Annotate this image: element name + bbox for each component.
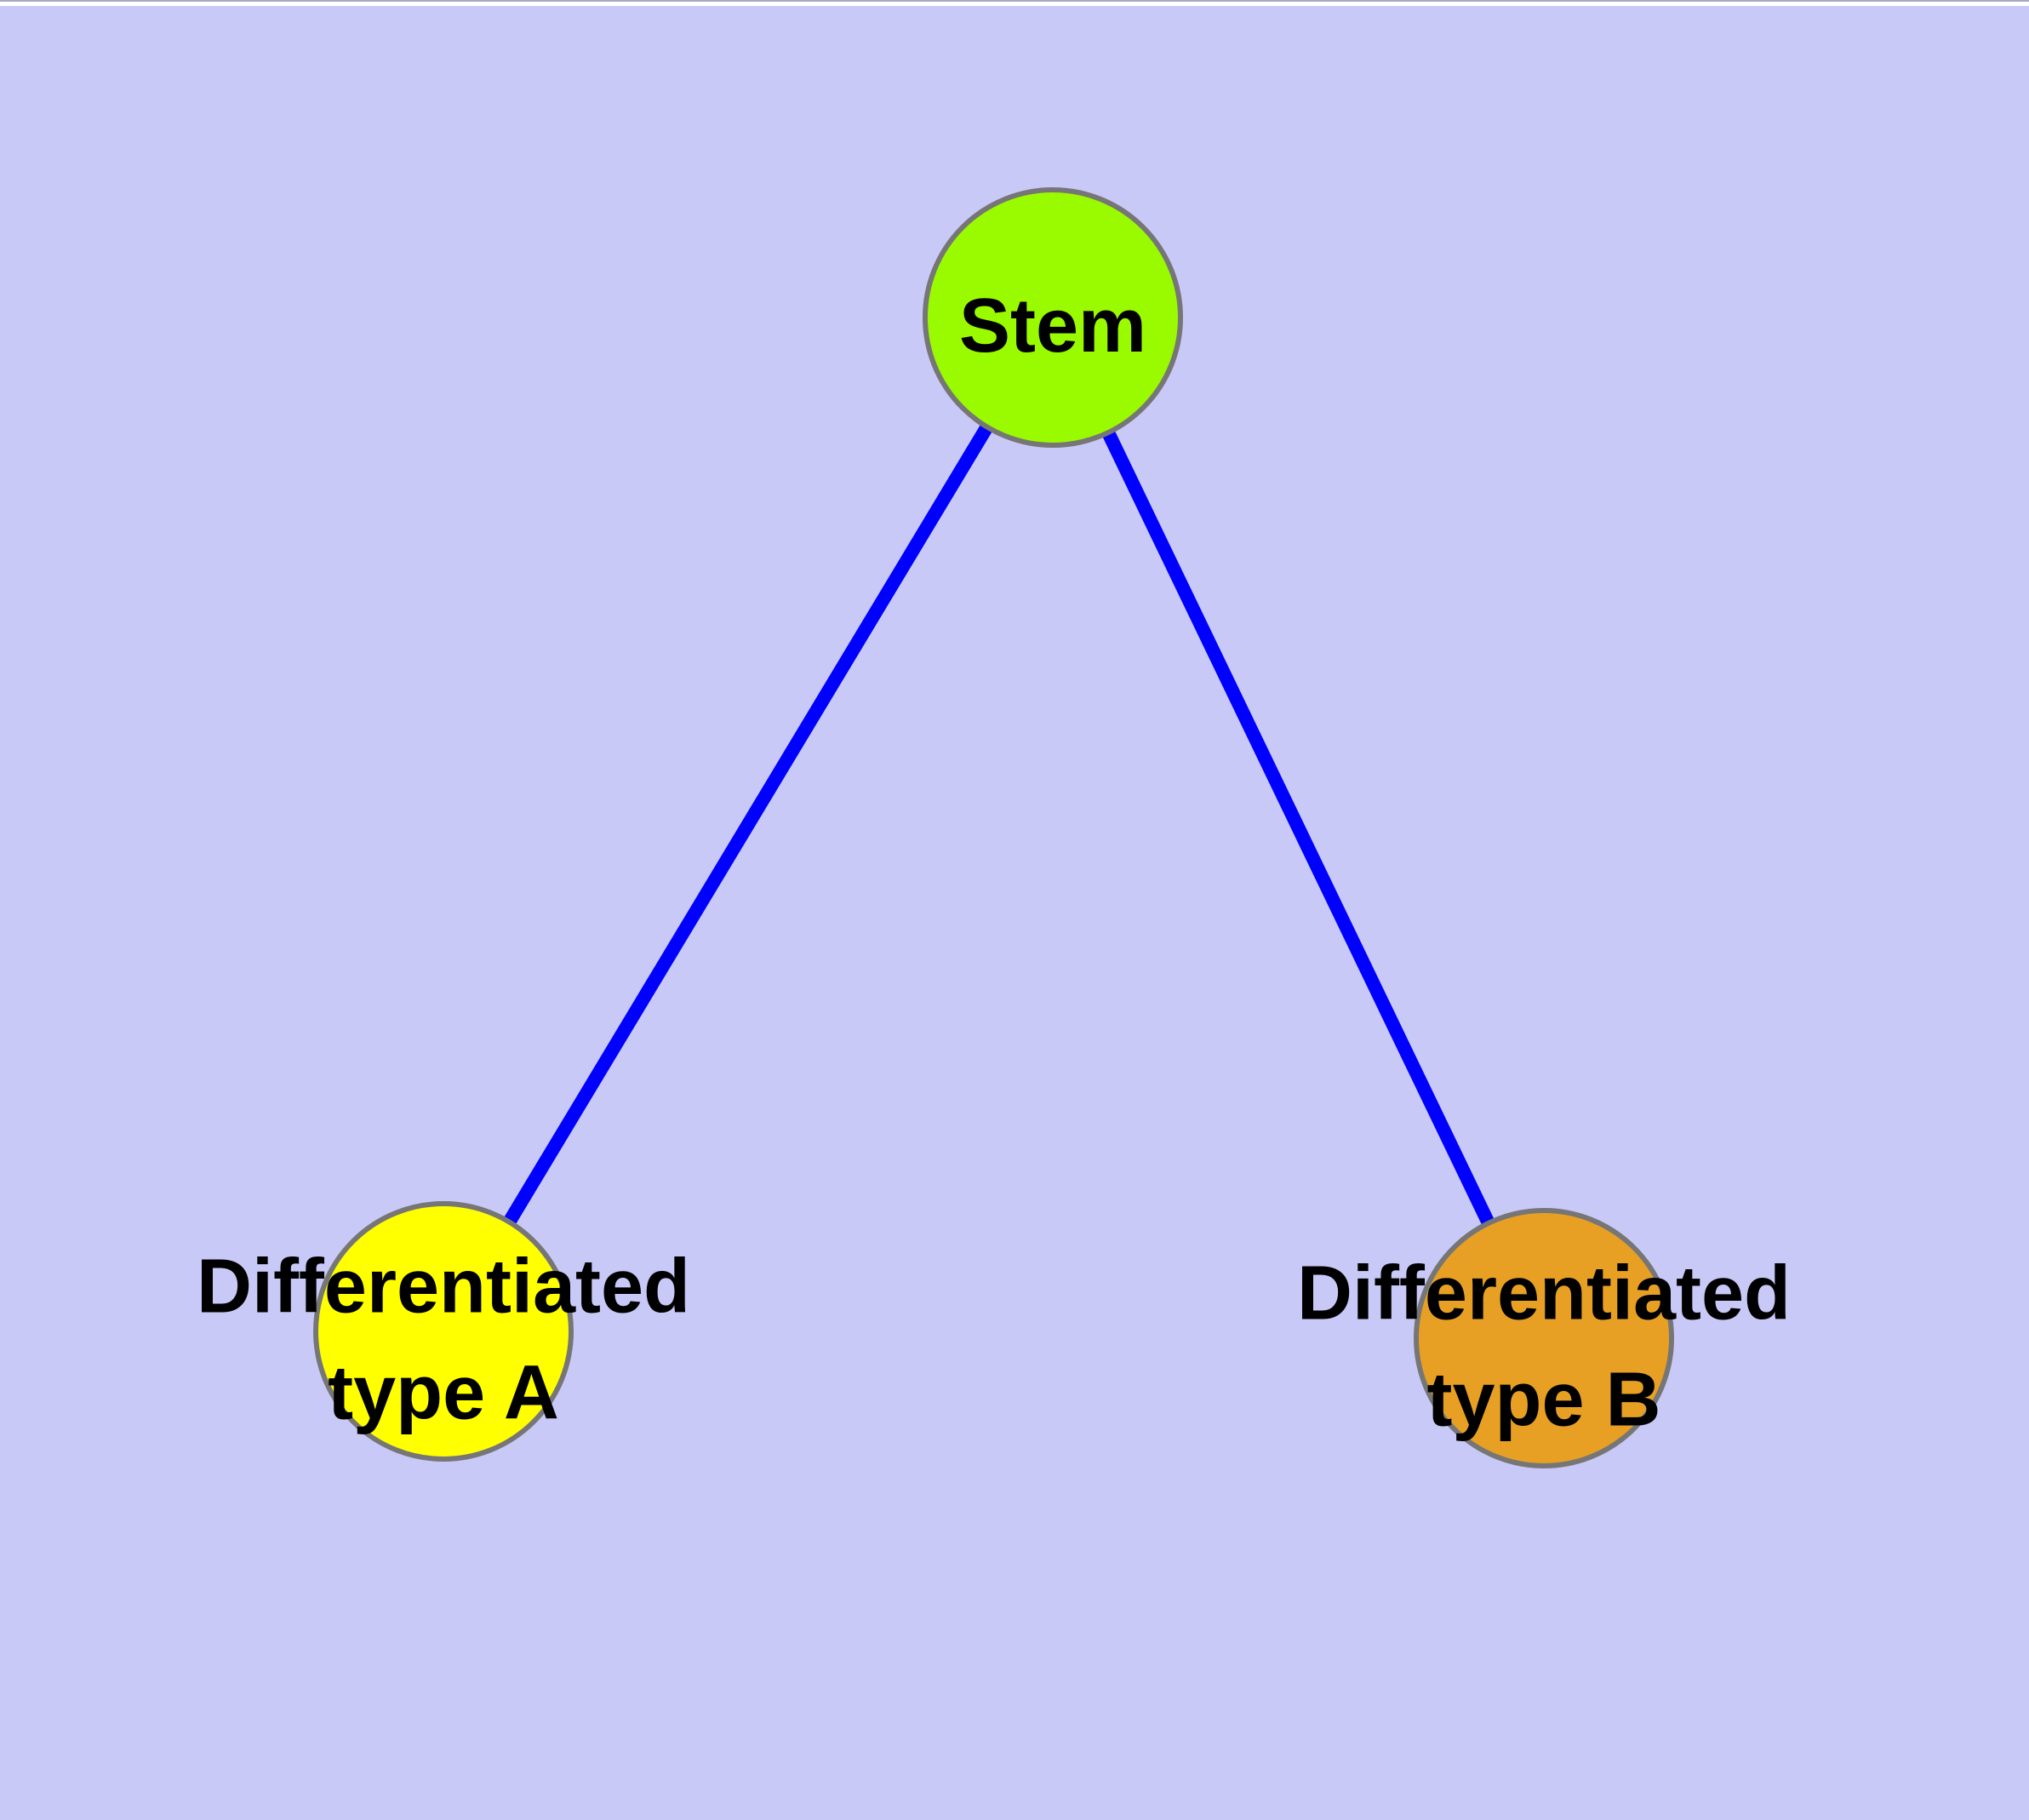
edge-stem-type-a: [437, 313, 1059, 1336]
node-label-type-b-line-1: Differentiated: [1297, 1251, 1791, 1336]
nodes-layer: [313, 187, 1674, 1468]
edge-stem-type-b: [1046, 314, 1551, 1342]
top-edge-strip: [0, 0, 2029, 6]
node-label-type-b-line-2: type B: [1426, 1358, 1660, 1443]
node-type-a: [313, 1201, 574, 1462]
node-label-stem-line-1: Stem: [959, 283, 1146, 369]
node-type-b: [1414, 1208, 1674, 1468]
node-stem: [923, 187, 1183, 448]
edges-layer: [437, 313, 1551, 1342]
node-label-type-a-line-2: type A: [328, 1351, 559, 1436]
node-label-type-a-line-1: Differentiated: [197, 1245, 690, 1330]
